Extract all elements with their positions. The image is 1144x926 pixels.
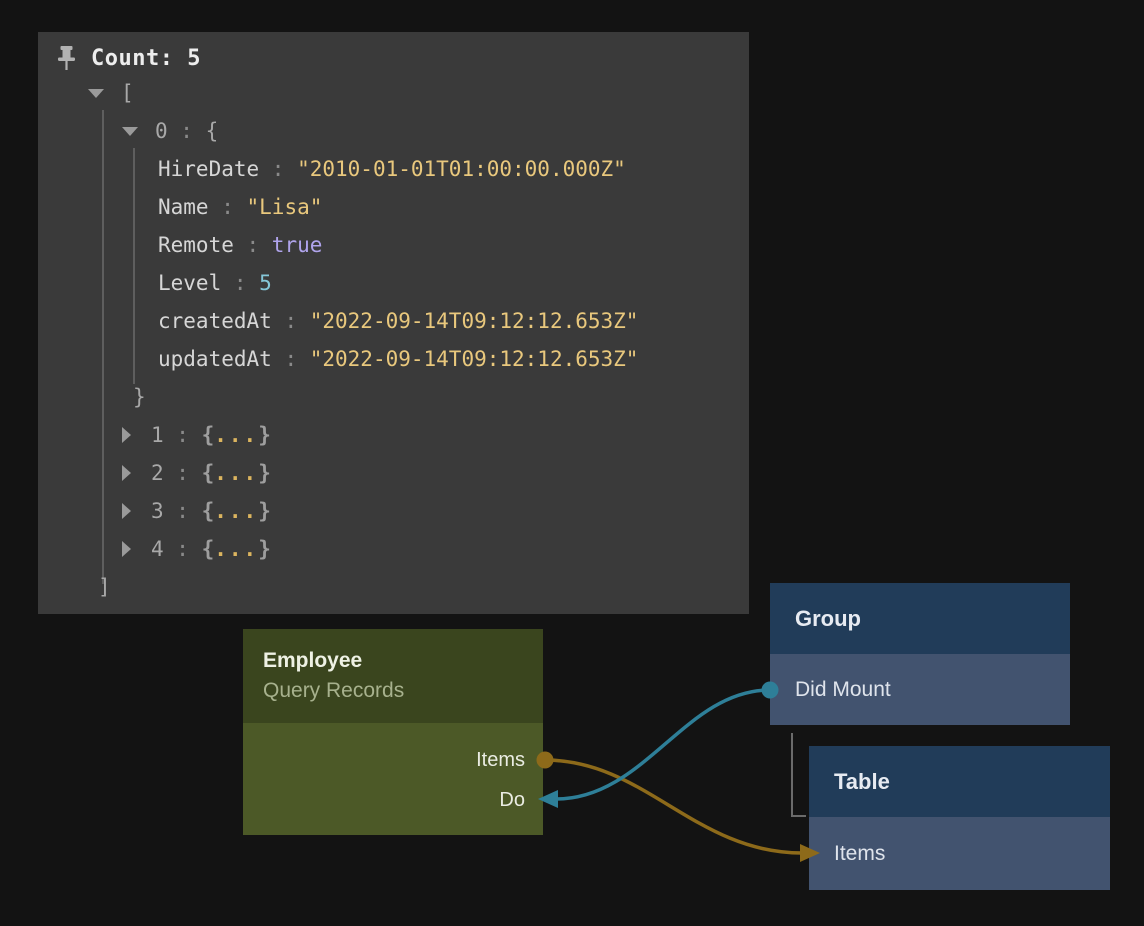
colon: : (167, 119, 206, 143)
tree-row-array-close: ] (38, 568, 749, 606)
inspector-header: Count: 5 (57, 42, 201, 74)
tree-row-createdat: createdAt : "2022-09-14T09:12:12.653Z" (38, 302, 749, 340)
node-header: Group (770, 583, 1070, 654)
collapsed-ellipsis: ... (214, 461, 259, 485)
expand-toggle-icon[interactable] (122, 503, 131, 519)
indent-guide (102, 110, 104, 584)
property-value: "2022-09-14T09:12:12.653Z" (309, 309, 639, 333)
json-tree: [ 0 : { HireDate : "2010-01-01T01:00:00.… (38, 74, 749, 606)
property-value: 5 (259, 271, 272, 295)
property-key: Level (158, 271, 222, 295)
tree-row-hiredate: HireDate : "2010-01-01T01:00:00.000Z" (38, 150, 749, 188)
node-output-section: Items Do (243, 723, 543, 835)
object-close-brace: } (133, 385, 146, 409)
colon: : (208, 195, 247, 219)
expand-toggle-icon[interactable] (122, 541, 131, 557)
tree-row-item-3: 3 : {...} (38, 492, 749, 530)
port-row-items-input[interactable]: Items (809, 817, 1110, 890)
item-index: 0 (155, 119, 168, 143)
array-close-bracket: ] (98, 575, 111, 599)
data-connection-wire[interactable] (544, 758, 803, 855)
port-row-do-input[interactable]: Do (243, 780, 543, 820)
property-key: updatedAt (158, 347, 272, 371)
data-inspector-panel: Count: 5 [ 0 : { HireDate : "2010-01-01T… (38, 32, 749, 614)
property-value: "2022-09-14T09:12:12.653Z" (309, 347, 639, 371)
collapsed-open-brace: { (201, 537, 215, 561)
port-label: Do (499, 788, 525, 811)
collapse-toggle-icon[interactable] (88, 88, 104, 98)
tree-row-item-4: 4 : {...} (38, 530, 749, 568)
property-key: Name (158, 195, 209, 219)
pin-icon[interactable] (57, 45, 76, 71)
colon: : (163, 423, 202, 447)
indent-guide (133, 148, 135, 384)
port-row-didmount-output[interactable]: Did Mount (770, 654, 1070, 725)
tree-row-item-1: 1 : {...} (38, 416, 749, 454)
property-key: HireDate (158, 157, 260, 181)
tree-row-name: Name : "Lisa" (38, 188, 749, 226)
colon: : (271, 347, 310, 371)
colon: : (259, 157, 298, 181)
item-index: 3 (151, 499, 164, 523)
property-value: "2010-01-01T01:00:00.000Z" (297, 157, 626, 181)
collapse-toggle-icon[interactable] (122, 126, 138, 136)
colon: : (221, 271, 260, 295)
node-employee-query-records[interactable]: Employee Query Records Items Do (243, 629, 543, 835)
tree-row-level: Level : 5 (38, 264, 749, 302)
colon: : (163, 499, 202, 523)
collapsed-close-brace: } (258, 423, 271, 447)
object-open-brace: { (205, 119, 219, 143)
colon: : (271, 309, 310, 333)
colon: : (163, 461, 202, 485)
property-key: Remote (158, 233, 234, 257)
collapsed-open-brace: { (201, 423, 215, 447)
item-index: 2 (151, 461, 164, 485)
hierarchy-connector (791, 733, 806, 817)
expand-toggle-icon[interactable] (122, 427, 131, 443)
collapsed-open-brace: { (201, 499, 215, 523)
port-label: Did Mount (795, 677, 891, 701)
tree-row-item-2: 2 : {...} (38, 454, 749, 492)
node-title: Group (795, 605, 861, 631)
tree-row-updatedat: updatedAt : "2022-09-14T09:12:12.653Z" (38, 340, 749, 378)
item-index: 1 (151, 423, 164, 447)
property-value: true (271, 233, 323, 257)
node-table[interactable]: Table Items (809, 746, 1110, 890)
node-subtitle: Query Records (263, 679, 405, 702)
tree-row-item-0: 0 : { (38, 112, 749, 150)
port-label: Items (476, 748, 525, 771)
colon: : (233, 233, 272, 257)
node-output-section: Did Mount (770, 654, 1070, 725)
collapsed-open-brace: { (201, 461, 215, 485)
property-value: "Lisa" (246, 195, 323, 219)
tree-row-remote: Remote : true (38, 226, 749, 264)
node-title: Table (834, 768, 890, 794)
tree-row-object-close: } (38, 378, 749, 416)
collapsed-ellipsis: ... (214, 499, 259, 523)
node-header: Employee Query Records (243, 629, 543, 723)
collapsed-close-brace: } (258, 537, 271, 561)
inspector-count-title: Count: 5 (91, 45, 201, 71)
array-open-bracket: [ (121, 81, 134, 105)
port-label: Items (834, 841, 886, 865)
node-header: Table (809, 746, 1110, 817)
node-group[interactable]: Group Did Mount (770, 583, 1070, 725)
colon: : (163, 537, 202, 561)
collapsed-ellipsis: ... (214, 537, 259, 561)
port-row-items-output[interactable]: Items (243, 740, 543, 780)
property-key: createdAt (158, 309, 272, 333)
tree-row-array-open: [ (38, 74, 749, 112)
node-input-section: Items (809, 817, 1110, 890)
node-title: Employee (263, 649, 363, 672)
signal-connection-wire[interactable] (555, 688, 771, 801)
collapsed-close-brace: } (258, 461, 271, 485)
expand-toggle-icon[interactable] (122, 465, 131, 481)
collapsed-close-brace: } (258, 499, 271, 523)
item-index: 4 (151, 537, 164, 561)
collapsed-ellipsis: ... (214, 423, 259, 447)
